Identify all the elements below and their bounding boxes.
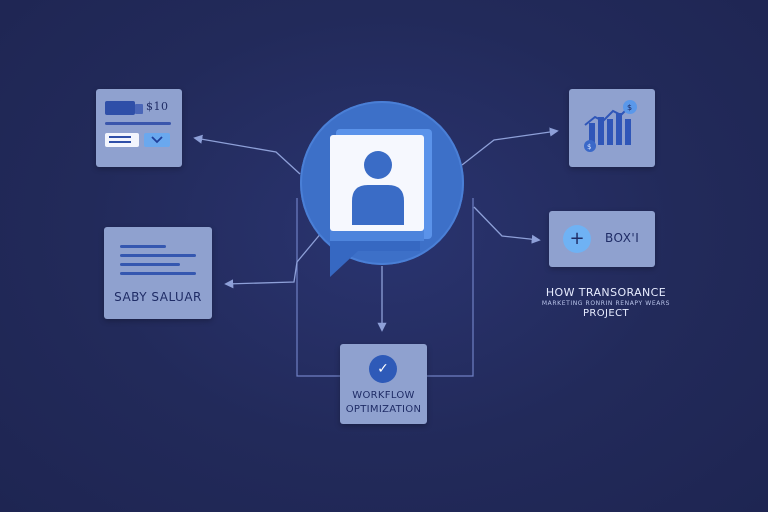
text-field[interactable] [105,133,139,147]
workflow-caption: WORKFLOW OPTIMIZATION [340,389,427,417]
connector-hub-to-top-right [461,127,559,166]
analytics-card: $ $ [569,89,655,167]
connector-hub-to-mid-right [473,206,541,244]
card-caption: SABY SALUAR [114,290,202,304]
text-line [120,254,196,257]
annotation-title: HOW TRANSORANCE [545,286,667,299]
check-icon: ✓ [369,355,397,383]
annotation-footer: PROJECT [582,308,629,319]
action-card: + BOX'I [549,211,655,267]
annotation-subtitle: MARKETING RONRIN RENAPY WEARS [541,300,671,307]
add-button[interactable]: + [563,225,591,253]
text-summary-card: SABY SALUAR [104,227,212,319]
card-header-block-small [135,104,143,114]
amount-label: $10 [146,100,169,113]
text-line [120,263,180,266]
workflow-caption-line-2: OPTIMIZATION [345,404,422,415]
workflow-caption-line-1: WORKFLOW [352,390,415,401]
svg-text:$: $ [627,103,632,112]
plus-icon: + [569,228,585,249]
text-line [120,245,166,248]
connector-hub-to-mid-left [224,231,323,289]
card-header-block [105,101,135,115]
user-profile-icon [330,129,432,277]
divider-line [105,122,171,125]
connector-hub-to-top-left [193,134,301,175]
workflow-card: ✓ WORKFLOW OPTIMIZATION [340,344,427,424]
dropdown-select[interactable] [144,133,170,147]
chevron-down-icon [151,136,163,144]
bar-chart-icon: $ $ [584,100,637,152]
action-label: BOX'I [605,231,640,245]
svg-text:$: $ [587,143,591,151]
annotation-text: HOW TRANSORANCE MARKETING RONRIN RENAPY … [506,286,706,320]
text-line [120,272,196,275]
payment-card: $10 [96,89,182,167]
